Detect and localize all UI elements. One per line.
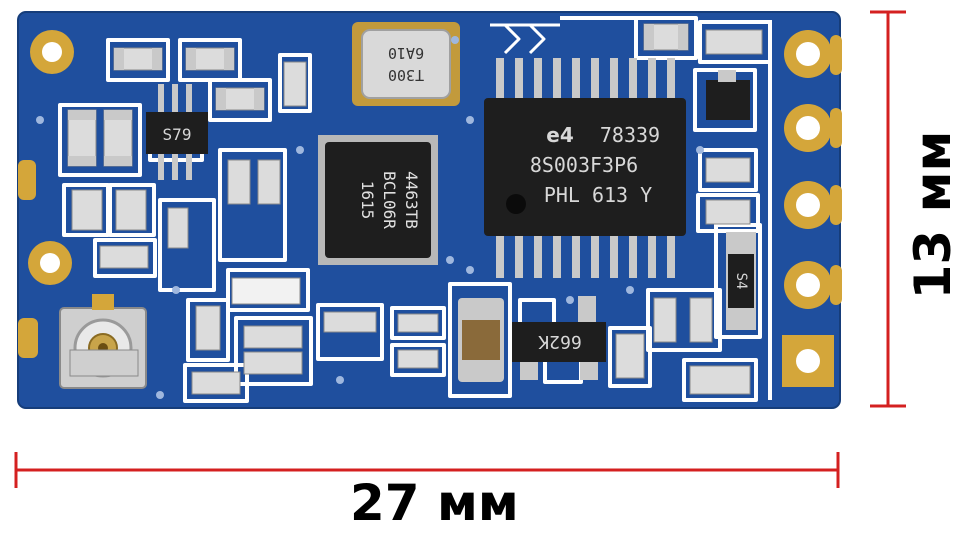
- left-edge-pads: [18, 30, 74, 358]
- voltage-regulator: S79: [146, 84, 208, 180]
- crystal-marking-2: T300: [388, 66, 424, 84]
- height-dimension-text: 13 мм: [904, 130, 962, 300]
- passive-end-caps: [68, 24, 688, 166]
- mcu-logo: e4: [546, 123, 573, 147]
- mcu-marking-2: 8S003F3P6: [530, 153, 638, 177]
- transceiver-marking-1: 4463TB: [402, 171, 421, 229]
- regulator-marking: S79: [163, 125, 192, 144]
- height-dimension-line: [870, 10, 906, 408]
- crystal-oscillator: 6A10 T300: [352, 22, 460, 106]
- sot-component: [706, 70, 750, 120]
- diode-marking: S4: [733, 273, 749, 290]
- height-dimension-label: 13 мм: [888, 120, 966, 310]
- transceiver-marking-3: 1615: [358, 181, 377, 220]
- microcontroller-chip: e4 78339 8S003F3P6 PHL 613 Y: [484, 58, 686, 278]
- transceiver-marking-2: BCL06R: [380, 171, 399, 229]
- crystal-marking-1: 6A10: [388, 44, 424, 62]
- vias: [36, 36, 704, 399]
- smd-passives: [67, 23, 763, 395]
- header-pads: [782, 30, 842, 387]
- width-dimension-label: 27 мм: [350, 474, 519, 532]
- diode: S4: [726, 232, 756, 330]
- inductor: [458, 298, 504, 382]
- transistor: 662K: [512, 296, 606, 380]
- rf-transceiver-chip: 4463TB BCL06R 1615: [318, 135, 438, 265]
- mcu-marking-3: PHL 613 Y: [544, 183, 652, 207]
- transistor-marking: 662K: [538, 331, 582, 352]
- mcu-marking-1: 78339: [600, 123, 660, 147]
- width-dimension-line: [14, 452, 840, 488]
